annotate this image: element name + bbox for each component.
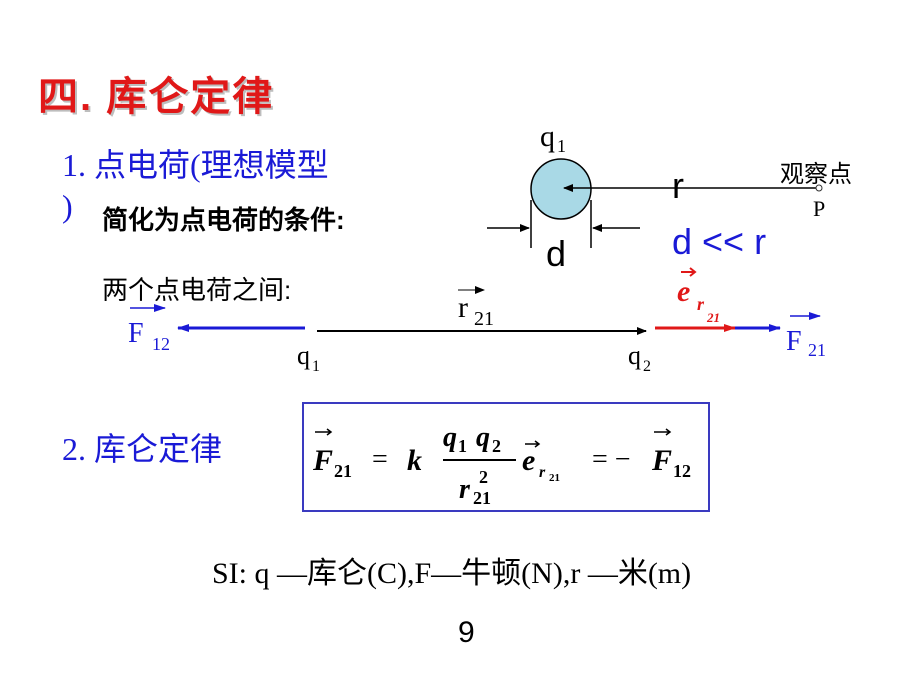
formula-e: e (522, 444, 535, 477)
formula-F12: F (651, 444, 672, 477)
f21-sub: 21 (808, 340, 826, 360)
page-number: 9 (458, 616, 475, 649)
q1-sub: 1 (312, 358, 320, 375)
q2-label: q (628, 341, 641, 370)
formula-e-sub-r: r (539, 464, 546, 481)
point-charge-condition: 简化为点电荷的条件: (102, 205, 345, 235)
sphere-figure: q 1 观察点 P r d d << r (487, 120, 852, 274)
formula-neg: = − (592, 444, 631, 475)
section-1-paren: ) (62, 188, 73, 224)
section-2-heading: 2. 库仑定律 (62, 431, 223, 467)
f12-label: F (128, 318, 144, 349)
q1-label: q (297, 341, 310, 370)
sphere-q-sub: 1 (557, 136, 566, 156)
force-figure: F 12 r 21 q 1 q 2 e r 21 F 21 (128, 267, 826, 375)
formula-r-sub: 21 (473, 488, 491, 508)
formula-F-sub: 21 (334, 461, 352, 481)
between-charges-label: 两个点电荷之间: (102, 275, 292, 305)
formula-k: k (407, 444, 422, 477)
f21-label: F (786, 326, 802, 357)
observation-point (815, 184, 823, 192)
r21-sub: 21 (474, 308, 494, 330)
observation-point-label: 观察点 (780, 161, 852, 188)
p-label: P (813, 196, 825, 221)
formula-r-sup: 2 (479, 467, 488, 487)
unit-vector-sub-r: r (697, 294, 705, 314)
formula-q1: q (443, 422, 457, 453)
r-label: r (672, 165, 684, 206)
unit-vector-hat (681, 267, 697, 277)
formula-F: F (312, 444, 333, 477)
f21-hat (315, 428, 333, 436)
coulomb-formula: F 21 = k q 1 q 2 r 2 21 e r 21 = − F 12 (312, 422, 691, 508)
r21-label: r (458, 291, 468, 324)
sphere-q-label: q (540, 120, 555, 153)
formula-q2: q (476, 422, 490, 453)
d-much-less-than-r: d << r (672, 221, 766, 262)
formula-r: r (459, 474, 471, 505)
f12-hat (654, 428, 672, 436)
q2-sub: 2 (643, 358, 651, 375)
d-label: d (546, 233, 566, 274)
formula-e-sub-21: 21 (549, 472, 560, 484)
section-1-heading: 1. 点电荷(理想模型 (62, 147, 329, 183)
page-title: 四. 库仑定律 (38, 75, 275, 119)
formula-equals: = (372, 444, 388, 475)
unit-vector-sub-21: 21 (706, 310, 720, 325)
unit-vector-e: e (677, 275, 690, 308)
formula-F12-sub: 12 (673, 461, 691, 481)
formula-q2-sub: 2 (492, 436, 501, 456)
si-units: SI: q —库仑(C),F—牛顿(N),r —米(m) (212, 557, 692, 590)
formula-box (302, 402, 710, 512)
f12-sub: 12 (152, 334, 170, 354)
formula-e-hat (525, 440, 541, 448)
formula-q1-sub: 1 (458, 436, 467, 456)
charged-sphere (530, 158, 592, 220)
